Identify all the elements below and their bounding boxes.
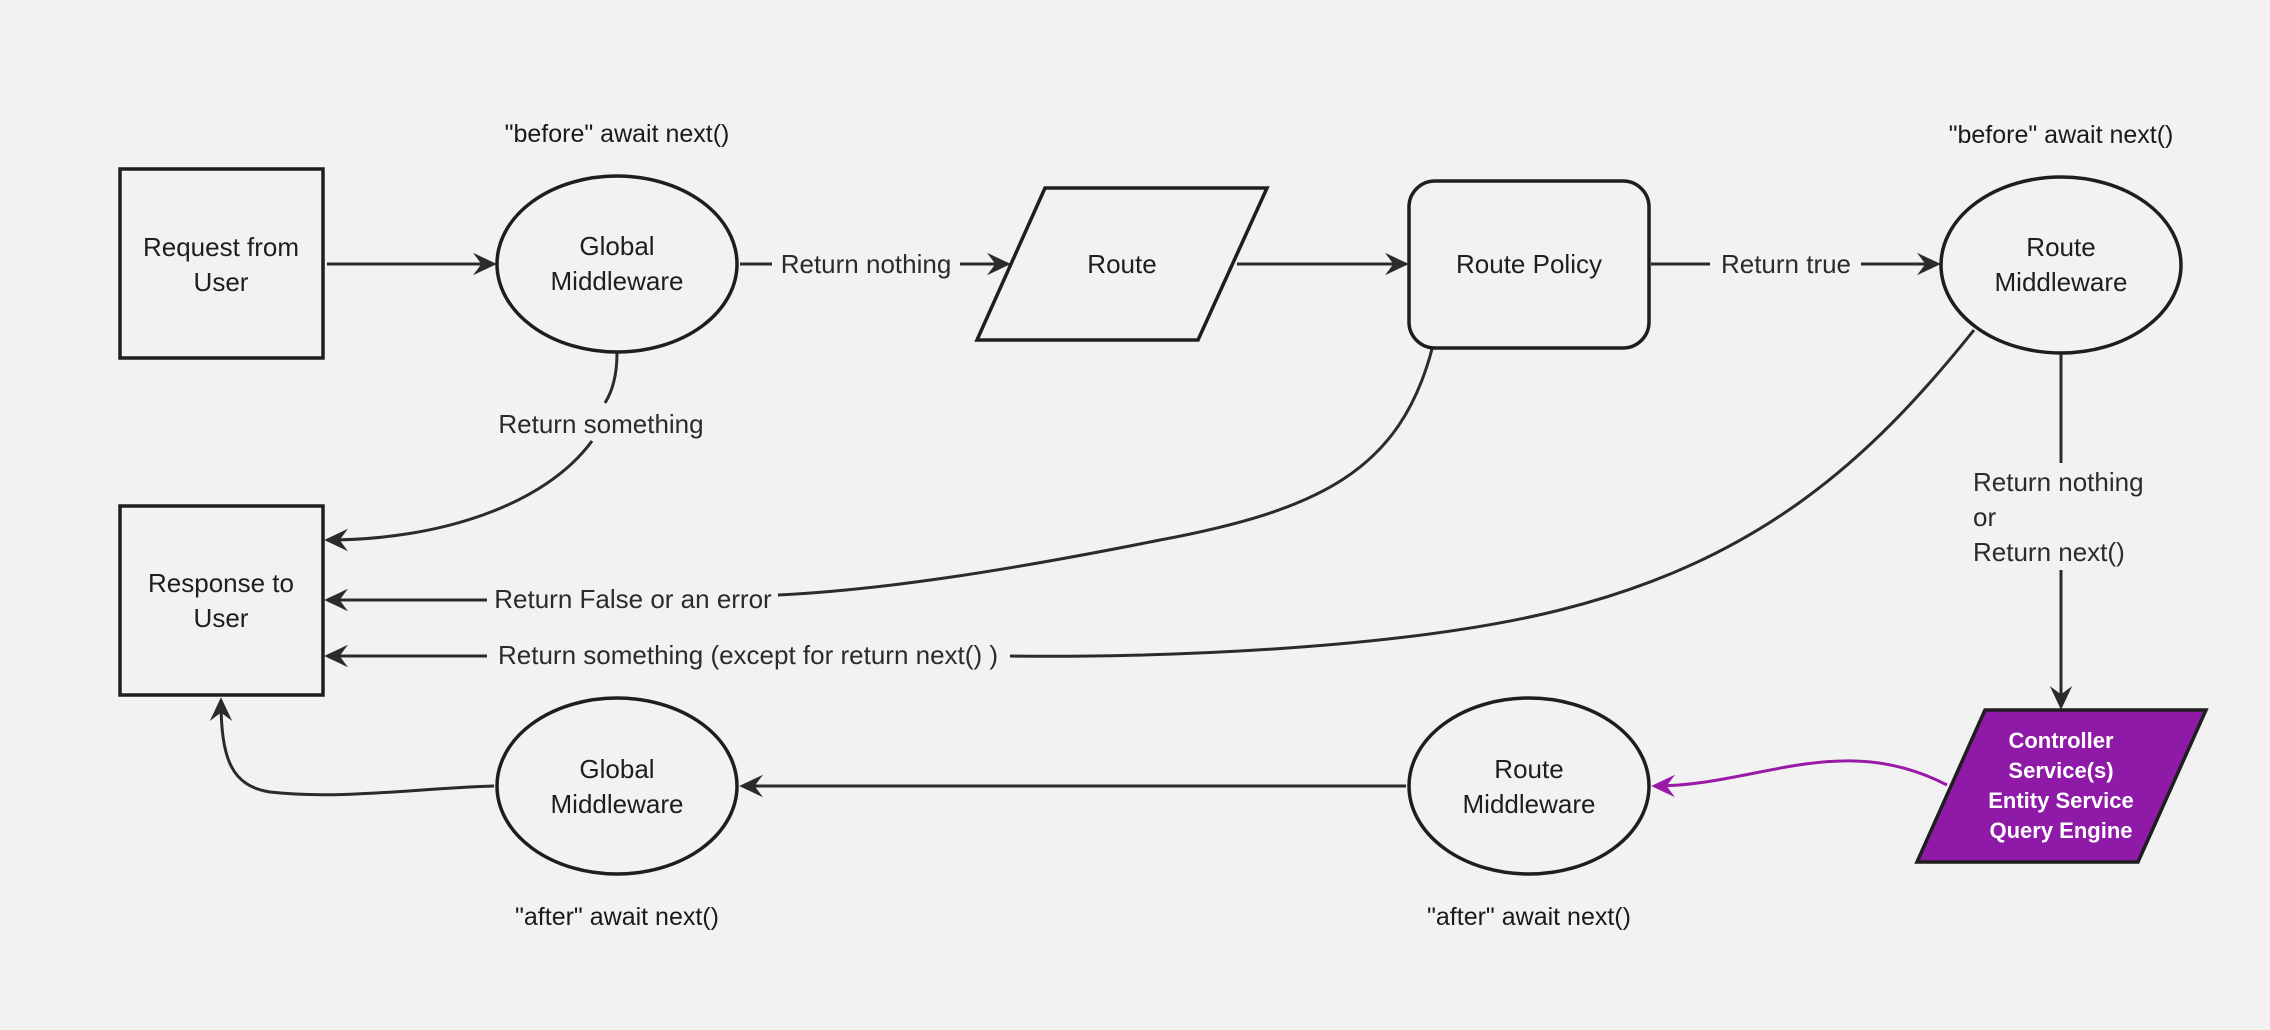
node-route: Route (974, 186, 1270, 342)
edge-global-middleware-return-something (603, 352, 619, 404)
edge-label-return-something: Return something (498, 409, 703, 439)
node-route-middleware-before: Route Middleware "before" await next() (1939, 121, 2183, 355)
node-global-middleware-after: Global Middleware "after" await next() (495, 696, 739, 931)
caption-route-middleware-after: "after" await next() (1427, 903, 1631, 931)
node-route-middleware-after-line1: Route (1494, 754, 1563, 784)
edge-label-return-nothing-line2: or (1973, 502, 1996, 532)
node-route-middleware-after-line2: Middleware (1463, 789, 1596, 819)
node-controller-shape (1914, 708, 2209, 864)
node-global-middleware-after-line2: Middleware (551, 789, 684, 819)
node-response-to-user: Response to User (118, 504, 325, 697)
caption-route-middleware-before: "before" await next() (1949, 121, 2174, 149)
node-global-middleware-before-line2: Middleware (551, 266, 684, 296)
node-response-to-user-line1: Response to (148, 568, 294, 598)
node-global-middleware-before-line1: Global (579, 231, 654, 261)
node-controller-line1: Controller (2008, 728, 2114, 753)
edge-label-return-nothing-line3: Return next() (1973, 537, 2125, 567)
node-global-middleware-after-line1: Global (579, 754, 654, 784)
node-request-from-user-line1: Request from (143, 232, 299, 262)
edge-label-return-false: Return False or an error (494, 584, 772, 614)
edge-label-return-nothing: Return nothing (781, 249, 952, 279)
edge-controller-to-route-middleware-after (1651, 759, 1948, 798)
edge-label-return-true: Return true (1721, 249, 1851, 279)
node-controller-line2: Service(s) (2008, 758, 2113, 783)
node-request-from-user: Request from User (118, 167, 325, 360)
edge-global-middleware-after-to-response (209, 697, 495, 797)
node-route-policy: Route Policy (1407, 179, 1651, 350)
node-route-label: Route (1087, 249, 1156, 279)
edge-route-middleware-return-something (1009, 329, 1976, 658)
caption-global-middleware-before: "before" await next() (505, 120, 730, 148)
caption-global-middleware-after: "after" await next() (515, 903, 719, 931)
edge-global-middleware-return-something-arrow (324, 440, 594, 552)
node-response-to-user-line2: User (194, 603, 249, 633)
node-controller-line4: Query Engine (1989, 818, 2132, 843)
node-global-middleware-before: Global Middleware "before" await next() (495, 120, 739, 354)
edge-label-return-something-except-next: Return something (except for return next… (498, 640, 998, 670)
node-controller-line3: Entity Service (1988, 788, 2134, 813)
edge-route-policy-return-false (777, 348, 1434, 597)
node-request-from-user-line2: User (194, 267, 249, 297)
node-route-middleware-before-line2: Middleware (1995, 267, 2128, 297)
node-route-policy-label: Route Policy (1456, 249, 1602, 279)
edge-label-return-nothing-line1: Return nothing (1973, 467, 2144, 497)
node-route-middleware-before-line1: Route (2026, 232, 2095, 262)
node-controller: Controller Service(s) Entity Service Que… (1914, 708, 2209, 864)
node-route-middleware-after: Route Middleware "after" await next() (1407, 696, 1651, 931)
